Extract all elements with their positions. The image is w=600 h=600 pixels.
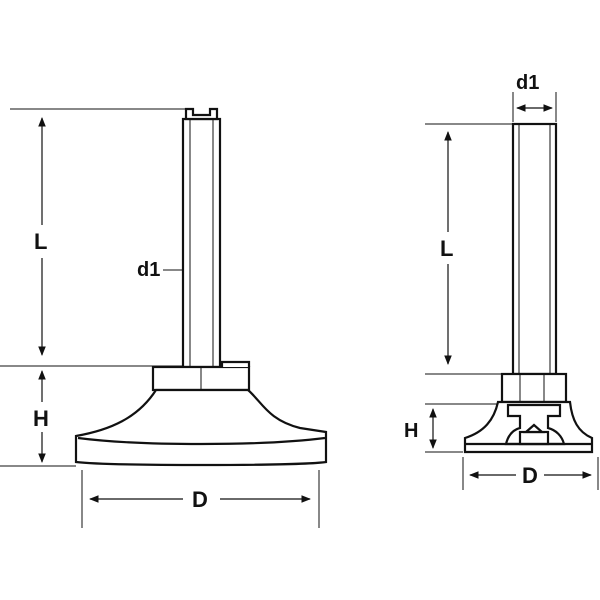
right-ball-joint (518, 430, 550, 446)
right-view: d1 L H D (404, 72, 599, 490)
right-hex-nut (500, 372, 568, 404)
left-stud-slot-top (184, 107, 219, 121)
right-ball-joint-cap (523, 423, 545, 434)
left-d1-label: d1 (137, 259, 160, 281)
right-d1-label: d1 (516, 72, 539, 94)
left-H-label: H (33, 406, 49, 431)
right-L-label: L (440, 236, 453, 261)
right-H-label: H (404, 420, 418, 442)
left-base-dome (74, 388, 328, 467)
left-D-label: D (192, 487, 208, 512)
left-base-rim (77, 436, 326, 446)
left-nut-washer (220, 360, 251, 367)
left-stud (181, 117, 222, 369)
right-D-label: D (522, 463, 538, 488)
left-L-label: L (34, 229, 47, 254)
left-view: L H D d1 (0, 107, 328, 528)
right-stud (511, 122, 558, 376)
